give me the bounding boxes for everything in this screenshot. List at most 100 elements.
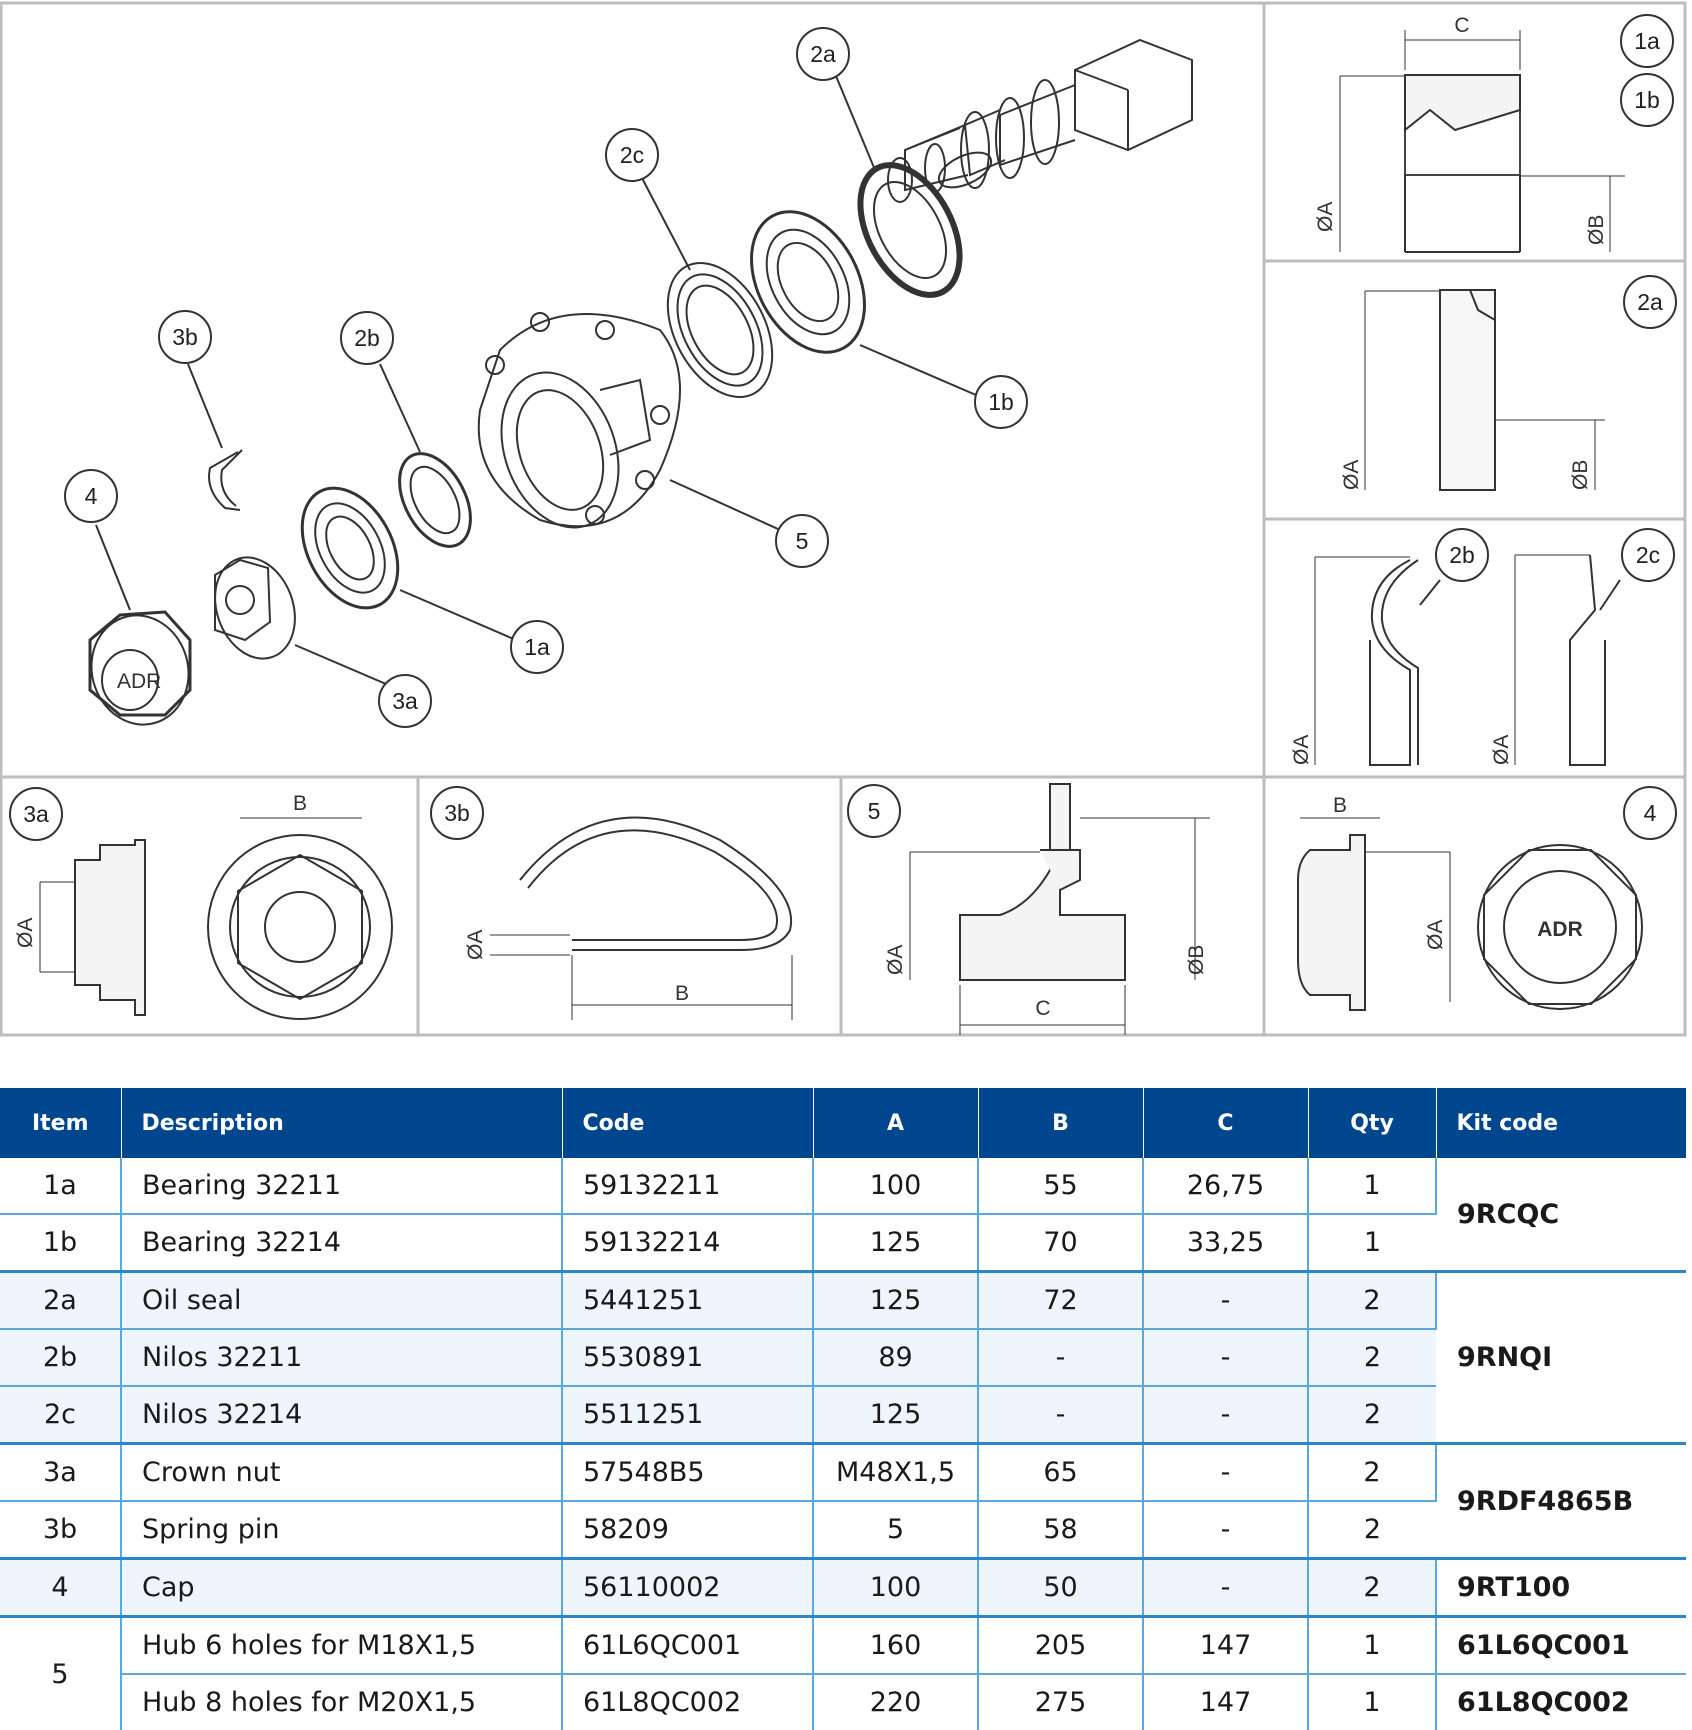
- dim-a-8: ØA: [1424, 920, 1447, 950]
- detail-4-label: 4: [1644, 800, 1657, 826]
- spindle: [888, 40, 1192, 202]
- hub-5: [479, 313, 680, 544]
- detail-crown-nut: [10, 788, 392, 1019]
- callout-5-label: 5: [796, 528, 809, 554]
- detail-5-label: 5: [868, 798, 881, 824]
- callout-4-label: 4: [85, 483, 98, 509]
- cell-description: Bearing 32214: [121, 1214, 562, 1272]
- col-c: C: [1143, 1088, 1308, 1158]
- col-item: Item: [0, 1088, 121, 1158]
- dim-b-7: ØB: [1185, 945, 1208, 975]
- cell-c: -: [1143, 1329, 1308, 1386]
- callout-3a-label: 3a: [392, 688, 418, 714]
- cell-item: 2a: [0, 1272, 121, 1330]
- cell-c: 147: [1143, 1674, 1308, 1730]
- cell-qty: 2: [1308, 1386, 1436, 1444]
- cell-description: Nilos 32214: [121, 1386, 562, 1444]
- table-row: 3b Spring pin 58209 5 58 - 2: [0, 1501, 1686, 1559]
- bearing-1a: [283, 472, 417, 624]
- detail-nilos-sections: [1315, 529, 1674, 765]
- cell-item: 2b: [0, 1329, 121, 1386]
- callout-1b-label: 1b: [988, 389, 1014, 415]
- cell-code: 58209: [562, 1501, 813, 1559]
- cell-item: 2c: [0, 1386, 121, 1444]
- table-row: 2c Nilos 32214 5511251 125 - - 2: [0, 1386, 1686, 1444]
- detail-1a-label: 1a: [1634, 28, 1660, 54]
- cell-a: 125: [813, 1386, 978, 1444]
- oil-seal-2a: [840, 148, 980, 311]
- cell-description: Hub 6 holes for M18X1,5: [121, 1617, 562, 1675]
- cell-description: Hub 8 holes for M20X1,5: [121, 1674, 562, 1730]
- dim-a-5: ØA: [14, 918, 37, 948]
- table-row: 1a Bearing 32211 59132211 100 55 26,75 1…: [0, 1158, 1686, 1214]
- dim-a-7: ØA: [884, 945, 907, 975]
- dim-b-2: ØB: [1569, 460, 1592, 490]
- cell-code: 61L6QC001: [562, 1617, 813, 1675]
- panel-borders: [1, 3, 1685, 1035]
- col-b: B: [978, 1088, 1143, 1158]
- cell-c: 33,25: [1143, 1214, 1308, 1272]
- cell-code: 5441251: [562, 1272, 813, 1330]
- cell-kit-code: 9RT100: [1436, 1559, 1686, 1617]
- cell-description: Crown nut: [121, 1444, 562, 1502]
- cell-a: 160: [813, 1617, 978, 1675]
- cell-b: 65: [978, 1444, 1143, 1502]
- callout-2b-label: 2b: [354, 325, 380, 351]
- cell-b: -: [978, 1386, 1143, 1444]
- dim-c-1: C: [1454, 14, 1469, 37]
- detail-1b-label: 1b: [1634, 87, 1660, 113]
- cell-b: 72: [978, 1272, 1143, 1330]
- cell-b: 275: [978, 1674, 1143, 1730]
- cap-logo-small: ADR: [117, 670, 161, 693]
- cell-c: -: [1143, 1444, 1308, 1502]
- detail-spring-pin: [431, 787, 792, 1020]
- table-row: Hub 8 holes for M20X1,5 61L8QC002 220 27…: [0, 1674, 1686, 1730]
- detail-oil-seal-section: [1365, 276, 1676, 490]
- cell-item: 1b: [0, 1214, 121, 1272]
- col-description: Description: [121, 1088, 562, 1158]
- col-qty: Qty: [1308, 1088, 1436, 1158]
- callout-2a-label: 2a: [810, 41, 836, 67]
- cell-code: 56110002: [562, 1559, 813, 1617]
- spring-pin-3b: [209, 450, 242, 510]
- dim-a-3: ØA: [1290, 735, 1313, 765]
- cap-logo: ADR: [1537, 918, 1583, 941]
- dim-a-1: ØA: [1314, 202, 1337, 232]
- cell-c: -: [1143, 1559, 1308, 1617]
- table-row: 3a Crown nut 57548B5 M48X1,5 65 - 2 9RDF…: [0, 1444, 1686, 1502]
- cell-item: 5: [0, 1617, 121, 1730]
- cell-kit-code: 9RDF4865B: [1436, 1444, 1686, 1559]
- leader-lines: [96, 76, 976, 690]
- cell-item: 4: [0, 1559, 121, 1617]
- table-row: 2b Nilos 32211 5530891 89 - - 2: [0, 1329, 1686, 1386]
- cell-code: 61L8QC002: [562, 1674, 813, 1730]
- detail-3a-label: 3a: [23, 801, 49, 827]
- cell-a: 220: [813, 1674, 978, 1730]
- dim-c-7: C: [1035, 997, 1050, 1020]
- cell-c: -: [1143, 1386, 1308, 1444]
- table-row: 4 Cap 56110002 100 50 - 2 9RT100: [0, 1559, 1686, 1617]
- callout-3b-label: 3b: [172, 324, 198, 350]
- cell-item: 1a: [0, 1158, 121, 1214]
- parts-table: Item Description Code A B C Qty Kit code…: [0, 1088, 1686, 1730]
- cell-description: Bearing 32211: [121, 1158, 562, 1214]
- cell-b: 205: [978, 1617, 1143, 1675]
- dim-b-8: B: [1333, 794, 1347, 817]
- cell-kit-code: 61L8QC002: [1436, 1674, 1686, 1730]
- cell-a: 125: [813, 1214, 978, 1272]
- cell-a: 5: [813, 1501, 978, 1559]
- cell-a: 100: [813, 1559, 978, 1617]
- cell-code: 5511251: [562, 1386, 813, 1444]
- table-header-row: Item Description Code A B C Qty Kit code: [0, 1088, 1686, 1158]
- cell-a: 89: [813, 1329, 978, 1386]
- cell-c: 147: [1143, 1617, 1308, 1675]
- cell-description: Cap: [121, 1559, 562, 1617]
- cell-code: 59132214: [562, 1214, 813, 1272]
- detail-2a-label: 2a: [1637, 289, 1663, 315]
- cell-a: M48X1,5: [813, 1444, 978, 1502]
- nilos-2c: [646, 245, 793, 414]
- dim-a-4: ØA: [1490, 735, 1513, 765]
- cell-item: 3a: [0, 1444, 121, 1502]
- cell-qty: 2: [1308, 1559, 1436, 1617]
- cell-qty: 1: [1308, 1214, 1436, 1272]
